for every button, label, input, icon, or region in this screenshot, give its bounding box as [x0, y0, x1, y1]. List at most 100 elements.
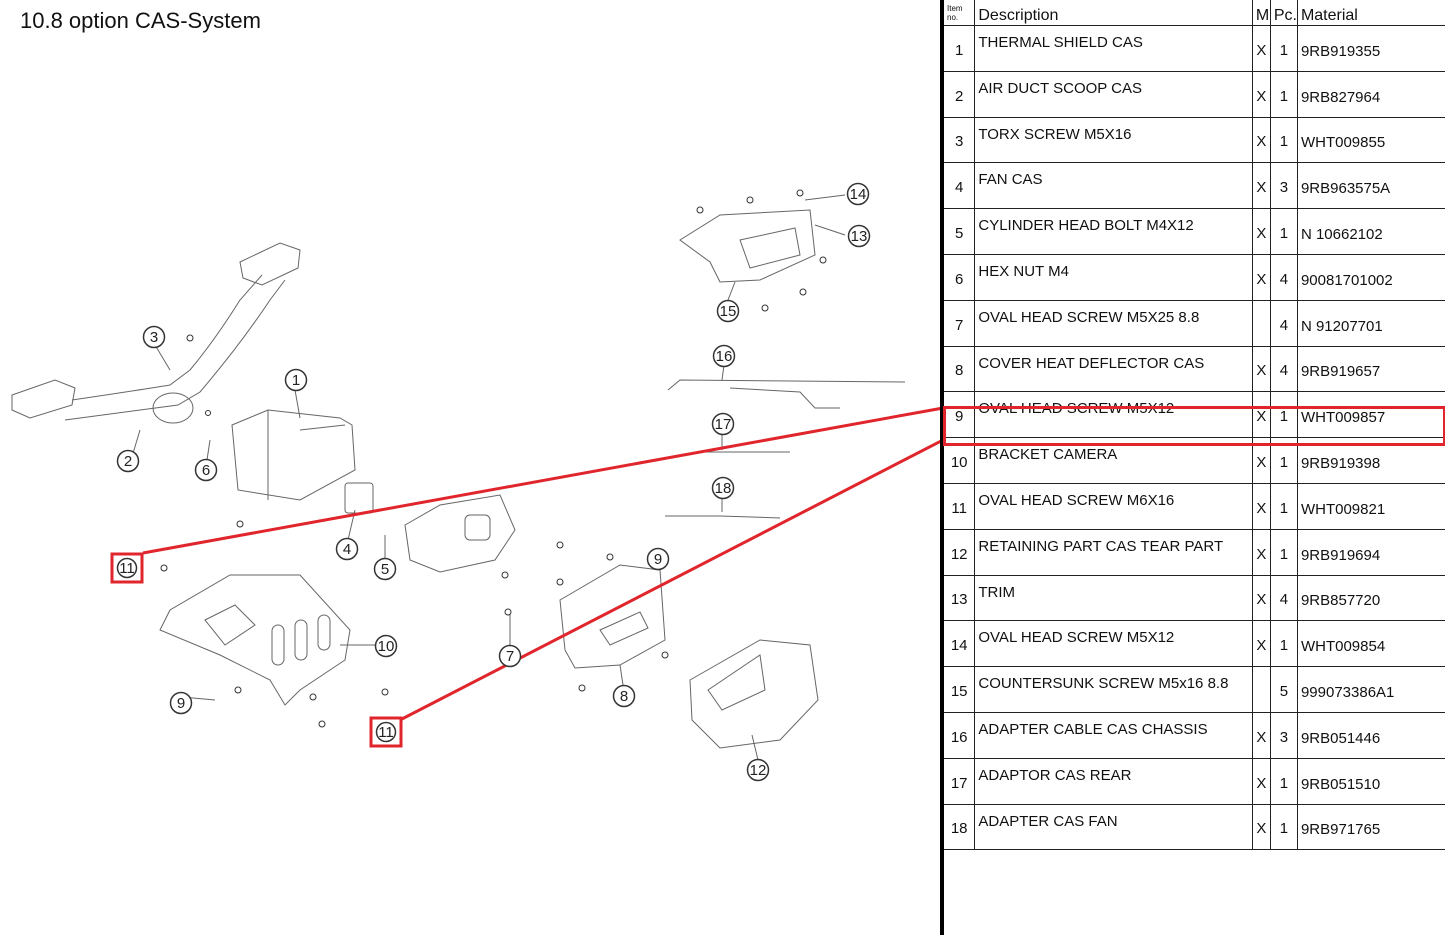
cell-pc: 4	[1269, 254, 1298, 301]
cable-18	[665, 515, 781, 519]
callout-7: 7	[498, 644, 522, 668]
cell-pc: 1	[1269, 529, 1298, 576]
table-header-row: Item no. Description M Pc. Material	[944, 0, 1445, 26]
cell-pc: 1	[1269, 71, 1298, 118]
cell-pc: 1	[1269, 117, 1298, 164]
cell-pc: 1	[1269, 620, 1298, 668]
cell-m: X	[1251, 162, 1271, 210]
cell-m: X	[1251, 117, 1271, 164]
cell-material: 9RB919657	[1296, 346, 1445, 393]
cell-material: 999073386A1	[1296, 666, 1445, 713]
cell-description: AIR DUCT SCOOP CAS	[974, 71, 1253, 118]
callout-17: 17	[711, 412, 735, 436]
callout-5: 5	[373, 557, 397, 581]
cell-pc: 1	[1269, 483, 1298, 530]
cell-pc: 1	[1269, 758, 1298, 805]
svg-text:3: 3	[150, 329, 158, 346]
header-description: Description	[974, 0, 1253, 26]
cell-item: 5	[944, 208, 975, 255]
cell-material: 9RB971765	[1296, 804, 1445, 851]
cell-description: OVAL HEAD SCREW M6X16	[974, 483, 1253, 530]
cell-item: 8	[944, 346, 975, 393]
cell-item: 14	[944, 620, 975, 668]
cell-pc: 4	[1269, 300, 1298, 347]
trim	[679, 209, 816, 283]
cell-description: THERMAL SHIELD CAS	[974, 25, 1253, 72]
cell-m: X	[1251, 25, 1271, 72]
header-material: Material	[1296, 0, 1445, 26]
svg-text:11: 11	[378, 724, 394, 741]
cell-description: COVER HEAT DEFLECTOR CAS	[974, 346, 1253, 393]
svg-text:17: 17	[715, 416, 732, 433]
cell-m: X	[1251, 71, 1271, 118]
header-m: M	[1251, 0, 1271, 26]
cell-description: OVAL HEAD SCREW M5X25 8.8	[974, 300, 1253, 347]
air-duct-lower	[64, 279, 286, 421]
svg-text:5: 5	[381, 561, 389, 578]
retaining-part	[689, 639, 819, 749]
bracket-camera	[159, 574, 351, 706]
callout-15: 15	[716, 299, 740, 323]
cell-pc: 1	[1269, 804, 1298, 851]
cell-description: FAN CAS	[974, 162, 1253, 210]
cell-item: 9	[944, 391, 975, 439]
callout-8: 8	[612, 684, 636, 708]
highlight-leader-lower	[399, 439, 940, 722]
cell-pc: 4	[1269, 346, 1298, 393]
callout-9b: 9	[169, 691, 193, 715]
svg-text:13: 13	[851, 228, 868, 245]
thermal-shield	[231, 409, 356, 501]
callout-16: 16	[712, 344, 736, 368]
cell-item: 13	[944, 575, 975, 622]
svg-text:6: 6	[202, 462, 210, 479]
page-divider	[940, 0, 944, 935]
cell-material: WHT009821	[1296, 483, 1445, 530]
cell-material: N 10662102	[1296, 208, 1445, 255]
svg-text:18: 18	[715, 480, 732, 497]
page-title: 10.8 option CAS-System	[20, 8, 261, 33]
cover-heat-deflector	[559, 564, 666, 669]
cell-description: OVAL HEAD SCREW M5X12	[974, 620, 1253, 668]
cell-material: 90081701002	[1296, 254, 1445, 301]
cell-pc: 1	[1269, 208, 1298, 255]
cell-item: 1	[944, 25, 975, 72]
svg-text:11: 11	[119, 560, 135, 577]
cell-pc: 5	[1269, 666, 1298, 713]
cell-m	[1251, 300, 1271, 347]
cell-description: RETAINING PART CAS TEAR PART	[974, 529, 1253, 576]
cell-material: 9RB919694	[1296, 529, 1445, 576]
cell-pc: 3	[1269, 162, 1298, 210]
cell-item: 6	[944, 254, 975, 301]
cell-item: 11	[944, 483, 975, 530]
cell-item: 7	[944, 300, 975, 347]
cell-material: 9RB963575A	[1296, 162, 1445, 210]
cell-pc: 1	[1269, 391, 1298, 439]
callout-14: 14	[846, 182, 870, 206]
callout-11a: 11	[110, 552, 144, 584]
cell-material: 9RB857720	[1296, 575, 1445, 622]
camera-module	[404, 494, 516, 573]
cell-item: 4	[944, 162, 975, 210]
cell-m: X	[1251, 483, 1271, 530]
cell-description: COUNTERSUNK SCREW M5x16 8.8	[974, 666, 1253, 713]
svg-text:12: 12	[750, 762, 767, 779]
cell-description: HEX NUT M4	[974, 254, 1253, 301]
header-item: Item no.	[944, 0, 975, 26]
cell-material: WHT009854	[1296, 620, 1445, 668]
callout-6: 6	[194, 458, 218, 482]
cell-material: WHT009855	[1296, 117, 1445, 164]
air-duct-upper	[71, 274, 263, 401]
cable-16	[667, 379, 906, 409]
cell-m: X	[1251, 758, 1271, 805]
cell-description: ADAPTER CABLE CAS CHASSIS	[974, 712, 1253, 759]
